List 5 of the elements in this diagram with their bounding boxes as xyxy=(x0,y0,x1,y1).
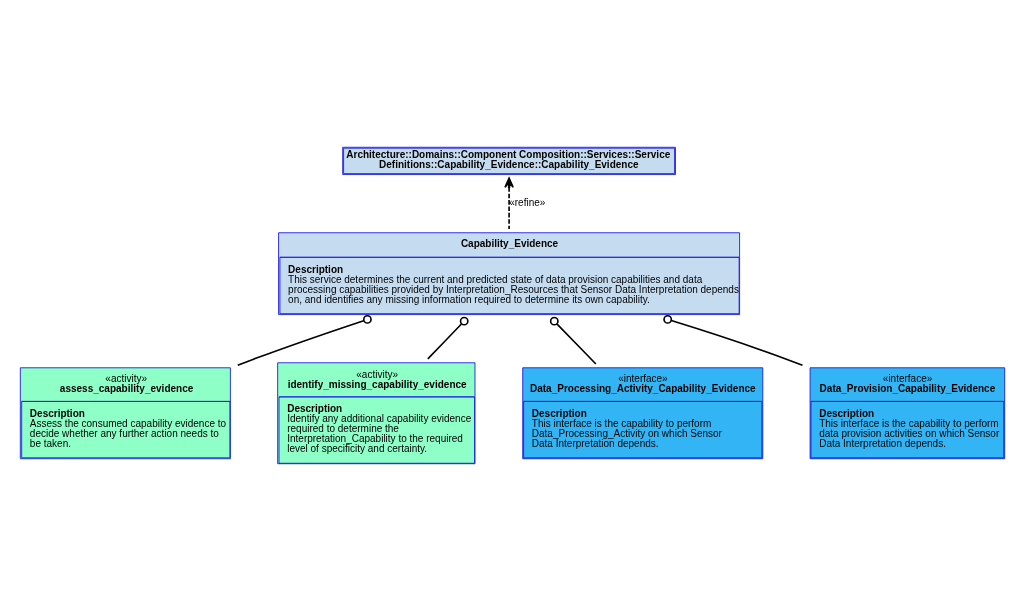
connector xyxy=(427,316,469,360)
connector xyxy=(549,316,597,365)
connector xyxy=(236,314,372,366)
connector xyxy=(663,314,804,366)
arrow xyxy=(504,176,514,230)
